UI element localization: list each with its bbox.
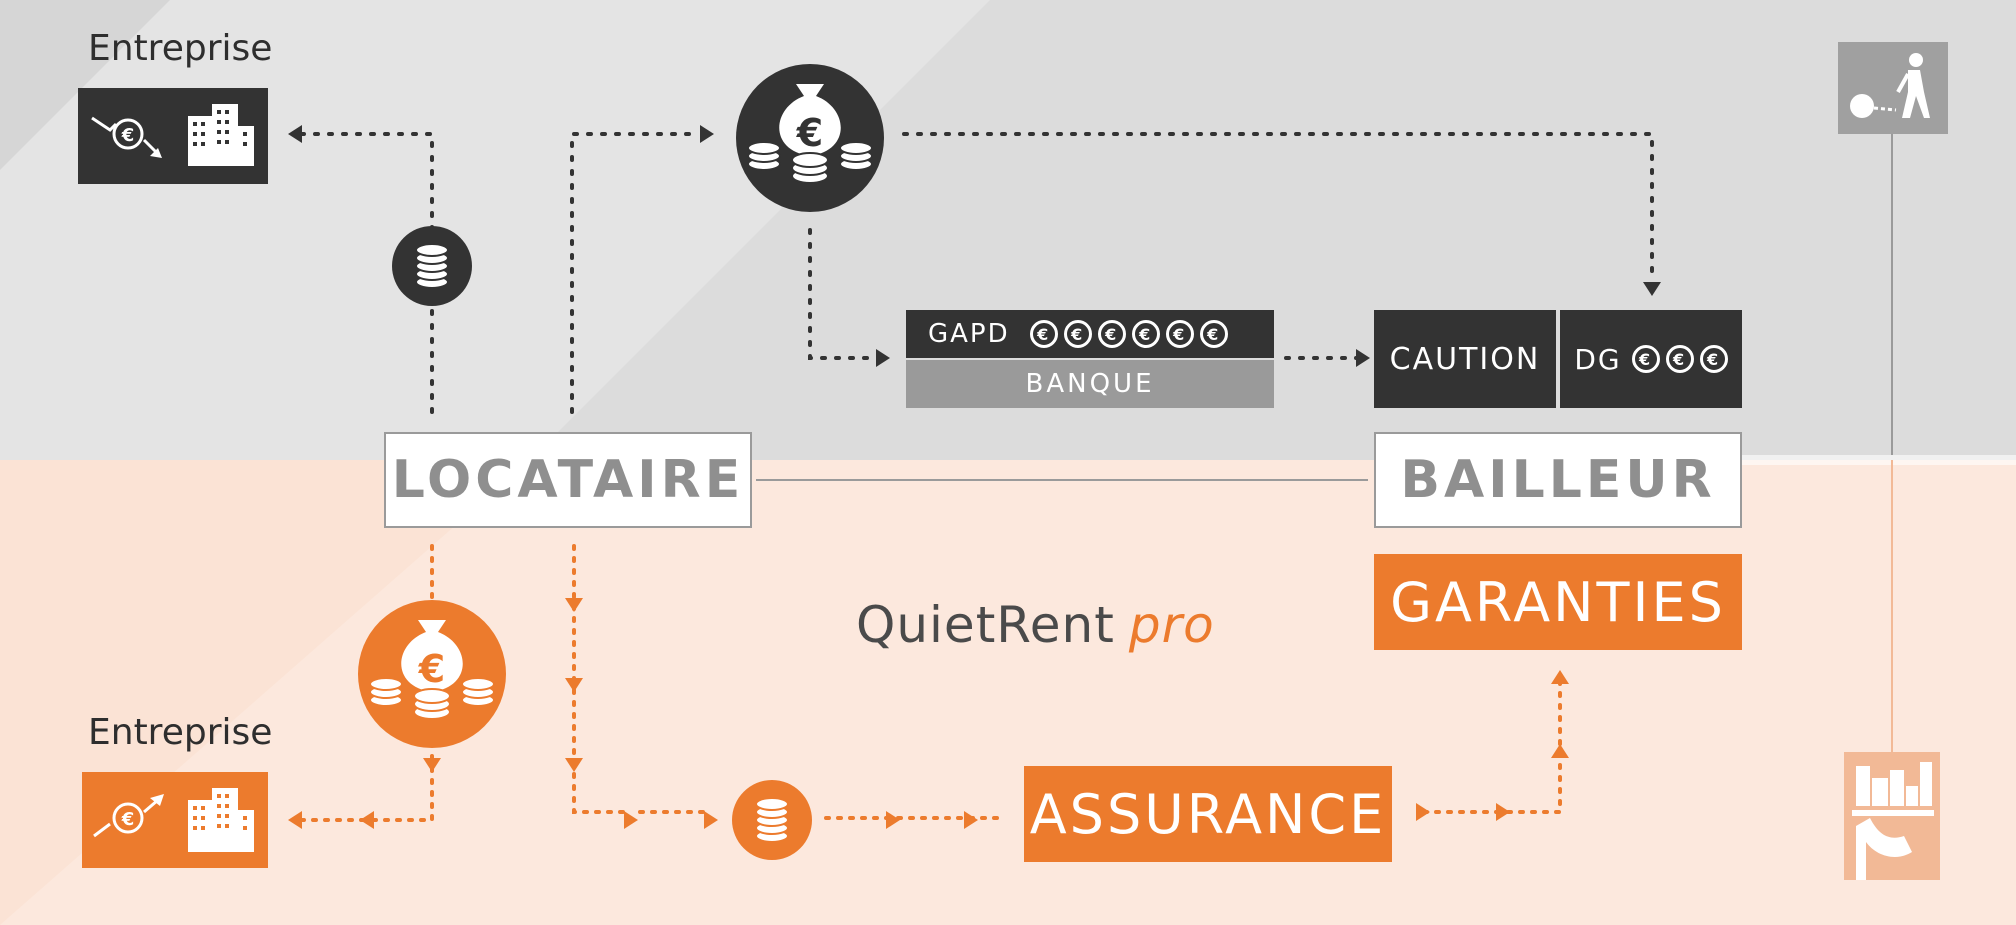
garanties-label: GARANTIES	[1390, 570, 1726, 634]
hand-holding-buildings-icon	[1844, 752, 1940, 880]
euro-coin-icon: €	[1097, 320, 1126, 348]
dg-box: DG € € €	[1560, 310, 1742, 408]
banque-label: BANQUE	[1025, 369, 1155, 399]
brand-name: QuietRent	[856, 596, 1115, 654]
euro-down-building-icon: €	[78, 88, 268, 184]
caution-box: CAUTION	[1374, 310, 1556, 408]
euro-coin-icon: €	[1029, 320, 1058, 348]
svg-text:€: €	[121, 125, 135, 146]
assurance-box: ASSURANCE	[1024, 766, 1392, 862]
dg-coins: € € €	[1626, 345, 1728, 373]
caution-label: CAUTION	[1389, 341, 1541, 377]
ball-and-chain-walker-icon	[1838, 42, 1948, 134]
assurance-label: ASSURANCE	[1029, 782, 1387, 846]
coins-small-bottom-icon	[732, 780, 812, 860]
euro-coin-icon: €	[1199, 320, 1228, 348]
gapd-label: GAPD	[928, 319, 1010, 349]
svg-text:€: €	[418, 647, 445, 691]
bailleur-box: BAILLEUR	[1374, 432, 1742, 528]
euro-up-building-icon: €	[82, 772, 268, 868]
banque-box: BANQUE	[906, 360, 1274, 408]
enterprise-bottom-label: Entreprise	[88, 712, 273, 753]
gapd-coins: € € € € € €	[1024, 320, 1228, 348]
locataire-label: LOCATAIRE	[391, 450, 745, 510]
money-bag-bottom-icon: €	[358, 600, 506, 748]
locataire-box: LOCATAIRE	[384, 432, 752, 528]
euro-coin-icon: €	[1131, 320, 1160, 348]
money-bag-top-icon: €	[736, 64, 884, 212]
dg-label: DG	[1574, 342, 1622, 376]
svg-text:€: €	[796, 111, 823, 155]
euro-coin-icon: €	[1699, 345, 1728, 373]
euro-coin-icon: €	[1063, 320, 1092, 348]
euro-coin-icon: €	[1165, 320, 1194, 348]
euro-coin-icon: €	[1631, 345, 1660, 373]
coins-small-top-icon	[392, 226, 472, 306]
garanties-box: GARANTIES	[1374, 554, 1742, 650]
enterprise-top-label: Entreprise	[88, 28, 273, 69]
bailleur-label: BAILLEUR	[1400, 450, 1716, 510]
svg-text:€: €	[121, 809, 135, 830]
gapd-box: GAPD € € € € € €	[906, 310, 1274, 358]
euro-coin-icon: €	[1665, 345, 1694, 373]
brand-suffix: pro	[1128, 596, 1215, 654]
